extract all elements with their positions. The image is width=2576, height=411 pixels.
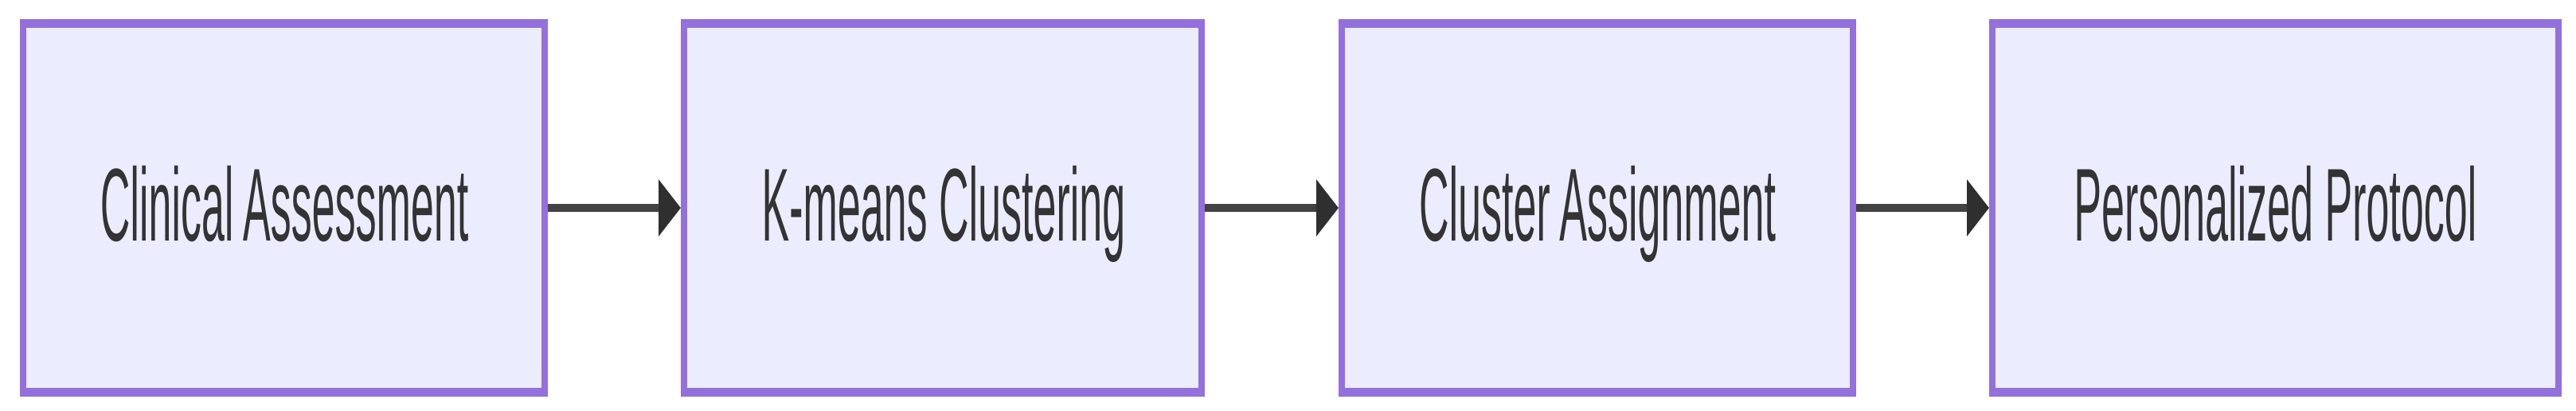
node-label: Clinical Assessment xyxy=(100,147,468,263)
arrow-1 xyxy=(548,19,682,397)
node-cluster-assignment: Cluster Assignment xyxy=(1338,19,1856,397)
arrow-head-icon xyxy=(1315,179,1339,237)
node-kmeans-clustering: K-means Clustering xyxy=(681,19,1206,397)
arrow-2 xyxy=(1205,19,1339,397)
arrow-line xyxy=(1855,204,1968,212)
arrow-line xyxy=(548,204,661,212)
arrow-line xyxy=(1205,204,1318,212)
arrow-head-icon xyxy=(659,179,682,237)
arrow-3 xyxy=(1855,19,1989,397)
arrow-head-icon xyxy=(1966,179,1989,237)
node-personalized-protocol: Personalized Protocol xyxy=(1988,19,2562,397)
node-clinical-assessment: Clinical Assessment xyxy=(20,19,548,397)
node-label: K-means Clustering xyxy=(761,147,1125,263)
node-label: Cluster Assignment xyxy=(1418,147,1776,263)
node-label: Personalized Protocol xyxy=(2074,147,2477,263)
